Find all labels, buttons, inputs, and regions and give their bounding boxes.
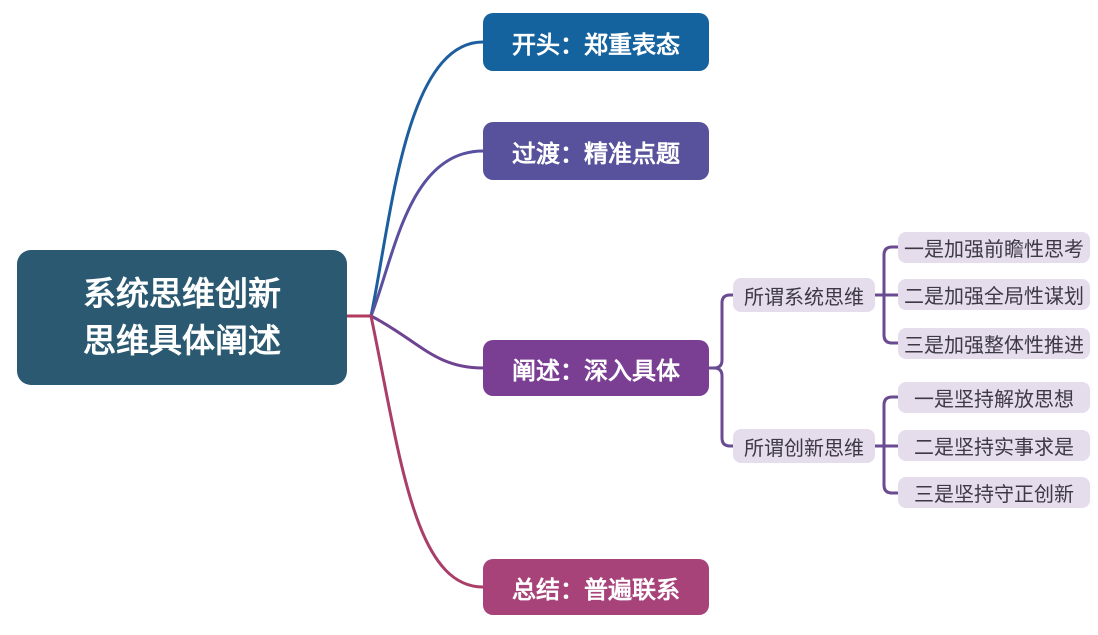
root-node[interactable]: 系统思维创新 思维具体阐述 (17, 250, 347, 385)
edge-elaboration-to-innovation (707, 366, 735, 448)
edge-root-to-transition (369, 149, 485, 318)
branch-node-summary[interactable]: 总结：普遍联系 (483, 559, 709, 615)
edge-root-to-elaboration (369, 314, 485, 370)
edge-system-trunk (882, 245, 900, 345)
leaf-node-innovation-3[interactable]: 三是坚持守正创新 (898, 477, 1090, 508)
branch-node-opening[interactable]: 开头：郑重表态 (483, 13, 709, 71)
edge-elaboration-to-system (707, 293, 735, 370)
leaf-node-system-3[interactable]: 三是加强整体性推进 (898, 328, 1090, 359)
subtopic-node-system-thinking[interactable]: 所谓系统思维 (733, 278, 875, 312)
edge-innovation-trunk (882, 395, 900, 495)
leaf-node-system-2[interactable]: 二是加强全局性谋划 (898, 279, 1090, 310)
branch-node-transition[interactable]: 过渡：精准点题 (483, 122, 709, 180)
edge-root-to-summary (369, 314, 485, 589)
leaf-node-innovation-1[interactable]: 一是坚持解放思想 (898, 382, 1090, 413)
branch-node-elaboration[interactable]: 阐述：深入具体 (483, 340, 709, 396)
subtopic-node-innovation-thinking[interactable]: 所谓创新思维 (733, 429, 875, 463)
edge-root-to-opening (369, 40, 485, 318)
leaf-node-system-1[interactable]: 一是加强前瞻性思考 (898, 232, 1090, 263)
leaf-node-innovation-2[interactable]: 二是坚持实事求是 (898, 430, 1090, 461)
